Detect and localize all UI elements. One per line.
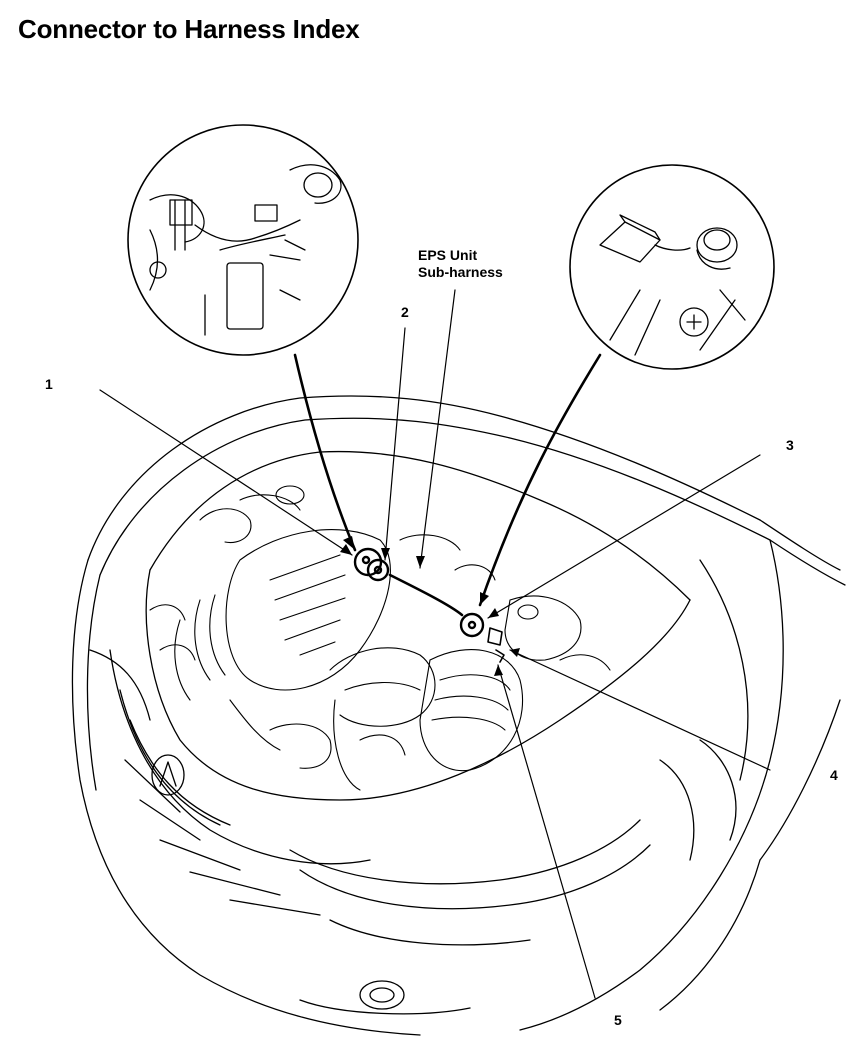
inset-circle-right — [569, 164, 775, 370]
callout-leader-lines — [99, 289, 771, 999]
engine-components — [149, 485, 611, 791]
callout-5: 5 — [614, 1012, 622, 1028]
page-title: Connector to Harness Index — [18, 14, 360, 44]
callout-3: 3 — [786, 437, 794, 453]
inset-circle-left — [127, 124, 359, 356]
eps-label-line1: EPS Unit — [418, 247, 478, 263]
connector-markers — [353, 547, 505, 663]
engine-bay-outline — [145, 450, 691, 801]
callout-2: 2 — [401, 304, 409, 320]
inset-connector-lines — [293, 353, 602, 617]
car-body-outline — [71, 395, 846, 1036]
arrow-heads — [340, 536, 520, 676]
callout-4: 4 — [830, 767, 838, 783]
eps-label-line2: Sub-harness — [418, 264, 503, 280]
eps-subharness-label: EPS Unit Sub-harness — [418, 247, 503, 281]
callout-1: 1 — [45, 376, 53, 392]
